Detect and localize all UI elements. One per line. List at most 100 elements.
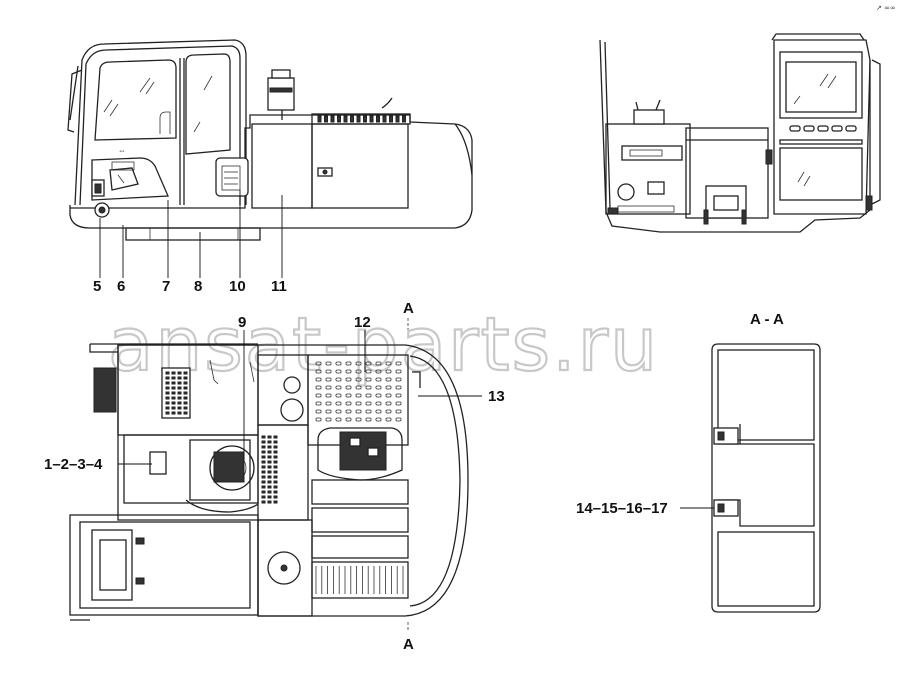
vent-hole [183, 406, 188, 410]
grille-slot [402, 115, 406, 123]
grille-hole [385, 393, 392, 398]
grille-hole [365, 409, 372, 414]
vent-hole [273, 465, 278, 469]
callout-8: 8 [194, 278, 202, 295]
grille-hole [325, 401, 332, 406]
vent-hole [177, 411, 182, 415]
grille-hole [345, 417, 352, 422]
panel-button [789, 125, 801, 132]
vent-hole [165, 406, 170, 410]
vent-hole [165, 391, 170, 395]
vent-hole [261, 440, 266, 444]
vent-hole [273, 475, 278, 479]
vent-hole [171, 391, 176, 395]
grille-hole [325, 409, 332, 414]
vent-hole [171, 381, 176, 385]
grille-hole [315, 377, 322, 382]
vent-hole [261, 455, 266, 459]
vent-hole [183, 376, 188, 380]
top-view-callouts: 9 12 13 1–2–3–4 [44, 314, 505, 473]
vent-hole [177, 396, 182, 400]
rear-view [599, 33, 881, 233]
grille-hole [375, 369, 382, 374]
section-view-title: A - A [750, 311, 784, 328]
vent-hole [177, 406, 182, 410]
grille-hole [315, 385, 322, 390]
grille-hole [335, 369, 342, 374]
vent-hole [267, 450, 272, 454]
grille-hole [385, 409, 392, 414]
grille-hole [395, 417, 402, 422]
callout-5: 5 [93, 278, 101, 295]
vent-hole [273, 470, 278, 474]
grille-hole [335, 361, 342, 366]
grille-hole [365, 401, 372, 406]
section-marker-bottom: A [403, 636, 414, 653]
grille-hole [355, 401, 362, 406]
grille-hole [325, 361, 332, 366]
vent-hole [183, 411, 188, 415]
grille-hole [315, 361, 322, 366]
vent-hole [267, 440, 272, 444]
grille-hole [325, 377, 332, 382]
grille-hole [375, 401, 382, 406]
vent-hole [165, 381, 170, 385]
grille-hole [345, 393, 352, 398]
grille-hole [335, 377, 342, 382]
callout-1-2-3-4: 1–2–3–4 [44, 456, 103, 473]
grille-slot [356, 115, 361, 123]
vent-hole [273, 485, 278, 489]
grille-hole [345, 385, 352, 390]
callout-13: 13 [488, 388, 505, 405]
vent-hole [267, 445, 272, 449]
panel-button [803, 125, 815, 132]
vent-hole [267, 475, 272, 479]
vent-hole [165, 401, 170, 405]
grille-hole [395, 369, 402, 374]
vent-hole [273, 440, 278, 444]
vent-hole [171, 376, 176, 380]
vent-hole [267, 500, 272, 504]
grille-hole [365, 361, 372, 366]
vent-hole [261, 485, 266, 489]
grille-slot [369, 115, 374, 123]
vent-hole [165, 411, 170, 415]
panel-button [831, 125, 843, 132]
grille-slot [389, 115, 393, 123]
grille-hole [375, 377, 382, 382]
callout-9: 9 [238, 314, 246, 331]
grille-hole [395, 409, 402, 414]
grille-hole [395, 377, 402, 382]
callout-11: 11 [271, 278, 287, 295]
vent-hole [267, 455, 272, 459]
grille-hole [385, 417, 392, 422]
grille-hole [365, 369, 372, 374]
grille-hole [325, 393, 332, 398]
grille-hole [385, 401, 392, 406]
vent-hole [261, 500, 266, 504]
vent-hole [171, 386, 176, 390]
panel-button [817, 125, 829, 132]
vent-hole [165, 371, 170, 375]
grille-hole [385, 369, 392, 374]
grille-slot [337, 115, 341, 123]
vent-hole [267, 465, 272, 469]
grille-hole [335, 393, 342, 398]
vent-hole [261, 435, 266, 439]
vent-hole [177, 401, 182, 405]
grille-hole [365, 385, 372, 390]
grille-slot [343, 115, 348, 123]
vent-hole [267, 495, 272, 499]
vent-hole [273, 490, 278, 494]
vent-hole [261, 460, 266, 464]
grille-hole [375, 393, 382, 398]
vent-hole [267, 470, 272, 474]
grille-slot [376, 115, 380, 123]
vent-hole [177, 381, 182, 385]
grille-hole [345, 409, 352, 414]
grille-hole [395, 401, 402, 406]
grille-slot [382, 115, 387, 123]
vent-hole [183, 386, 188, 390]
vent-hole [177, 386, 182, 390]
